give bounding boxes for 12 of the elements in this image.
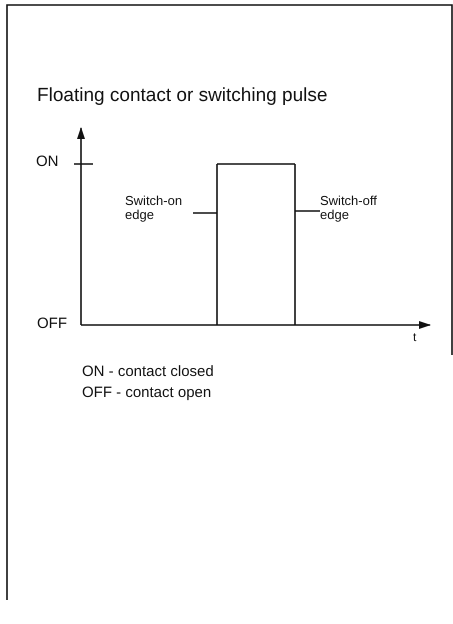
axis-label: t [413, 331, 416, 344]
edge-label: Switch-off edge [320, 194, 388, 223]
state-label: ON [36, 154, 58, 170]
diagram-title: Floating contact or switching pulse [37, 86, 328, 107]
leader-line [193, 212, 217, 214]
legend-note: OFF - contact open [82, 385, 212, 402]
state-label: OFF [37, 316, 67, 332]
rising-edge [216, 164, 218, 325]
leader-line [295, 210, 320, 212]
falling-edge [294, 164, 296, 325]
legend-note: ON - contact closed [82, 364, 214, 380]
edge-label: Switch-on edge [125, 194, 193, 223]
